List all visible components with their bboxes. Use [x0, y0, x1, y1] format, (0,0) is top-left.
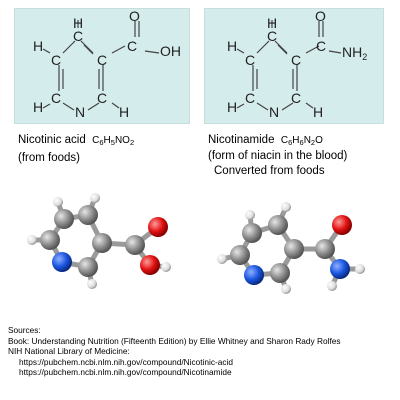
nicotinamide-3d-model: [217, 202, 365, 294]
atom-o: O: [315, 9, 326, 24]
source-url-nicotinic-acid[interactable]: https://pubchem.ncbi.nlm.nih.gov/compoun…: [19, 356, 233, 367]
atom-oh: OH: [160, 43, 181, 59]
nicotinic-acid-note: (from foods): [18, 152, 80, 164]
atom-c: C: [127, 38, 137, 54]
atom-c: C: [291, 52, 301, 68]
source-url-nicotinamide[interactable]: https://pubchem.ncbi.nlm.nih.gov/compoun…: [19, 367, 232, 378]
nicotinamide-caption: Nicotinamide C6H6N2O: [208, 134, 323, 147]
atom-c: C: [51, 90, 61, 106]
atom-n: N: [269, 104, 279, 120]
sources-heading: Sources:: [8, 325, 41, 335]
atoms: [27, 193, 171, 289]
nicotinamide-structure-panel: H C H C C C C H N H C O NH2: [204, 8, 384, 124]
atoms: [217, 202, 365, 294]
nicotinic-acid-caption: Nicotinic acid C6H5NO2: [18, 134, 134, 147]
atom-h: H: [313, 104, 323, 120]
source-nih: NIH National Library of Medicine:: [8, 346, 130, 357]
atom-o: O: [129, 9, 140, 24]
atom-h: H: [33, 99, 43, 115]
atom-h: H: [267, 15, 277, 31]
nicotinamide-note-1: (form of niacin in the blood): [208, 150, 348, 162]
atom-c: C: [97, 90, 107, 106]
atom-c: C: [291, 90, 301, 106]
nicotinic-acid-formula: C6H5NO2: [92, 135, 135, 147]
source-book: Book: Understanding Nutrition (Fifteenth…: [8, 335, 341, 346]
atom-c: C: [245, 52, 255, 68]
atom-h: H: [227, 38, 237, 54]
sources-block: Sources: Book: Understanding Nutrition (…: [8, 325, 341, 378]
nicotinic-acid-structure-panel: H C H C C C C H N H C O OH: [14, 8, 190, 124]
nicotinic-acid-3d-model: [27, 193, 171, 289]
atom-nh2: NH2: [342, 44, 367, 62]
nicotinamide-note-2: Converted from foods: [214, 165, 325, 177]
atom-h: H: [119, 104, 129, 120]
nicotinamide-formula: C6H6N2O: [280, 135, 323, 147]
atom-c: C: [245, 90, 255, 106]
atom-n: N: [75, 104, 85, 120]
atom-h: H: [73, 15, 83, 31]
nicotinic-acid-name: Nicotinic acid: [18, 134, 86, 146]
atom-c: C: [267, 28, 277, 44]
atom-c: C: [316, 38, 326, 54]
atom-c: C: [73, 28, 83, 44]
atom-c: C: [51, 52, 61, 68]
nicotinic-acid-structure: H C H C C C C H N H C O OH: [33, 9, 181, 120]
nicotinamide-structure: H C H C C C C H N H C O NH2: [227, 9, 367, 120]
atom-h: H: [227, 99, 237, 115]
atom-h: H: [33, 38, 43, 54]
nicotinamide-name: Nicotinamide: [208, 134, 275, 146]
atom-c: C: [97, 52, 107, 68]
